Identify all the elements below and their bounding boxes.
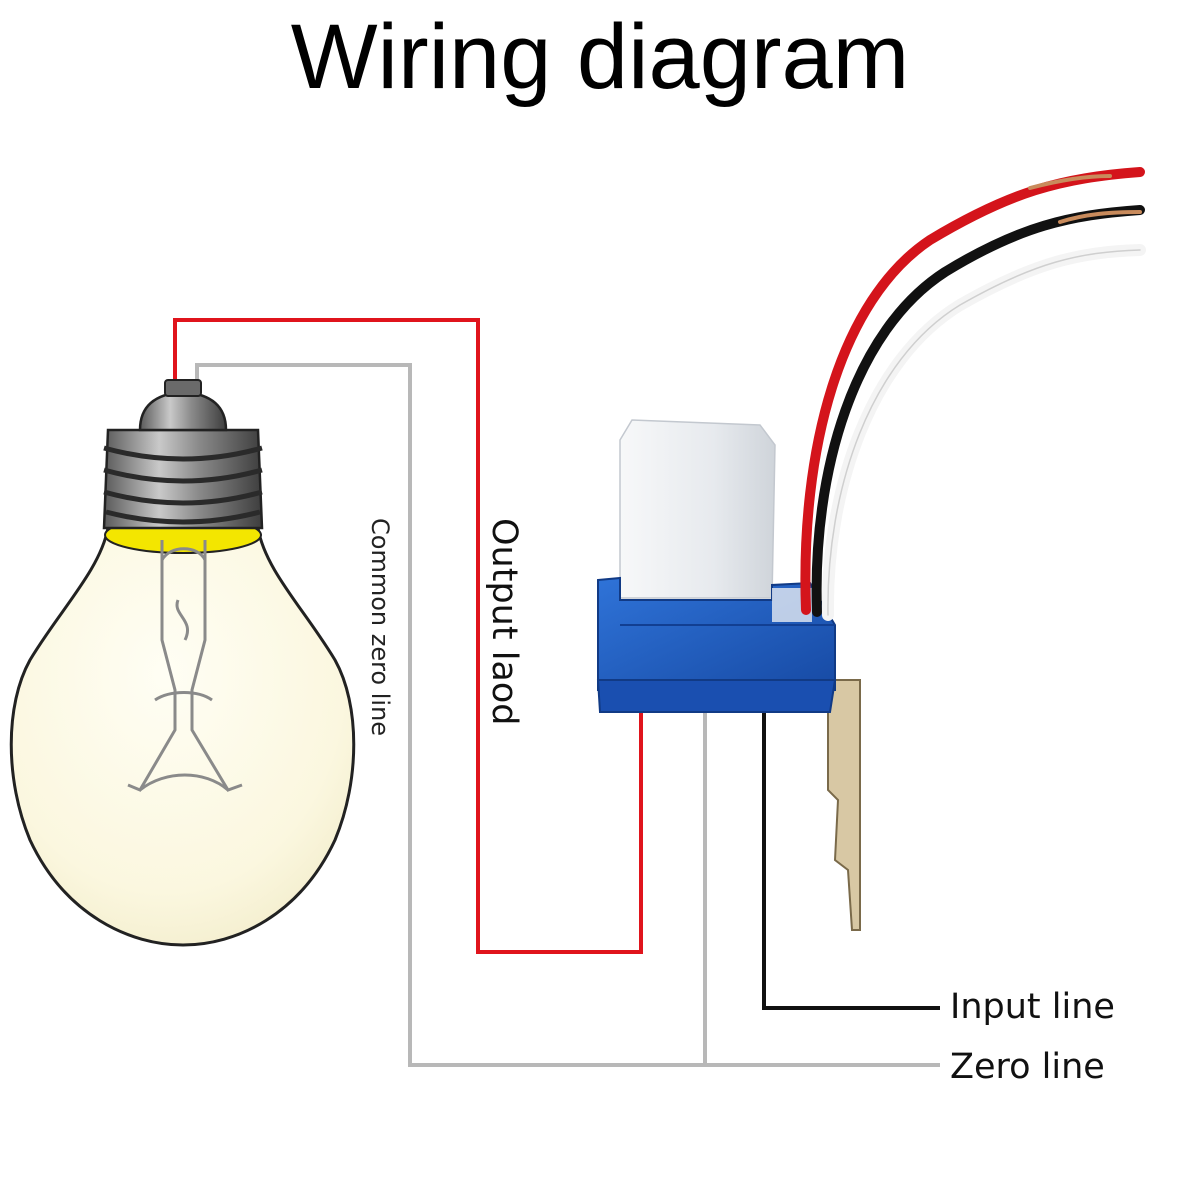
sensor-lead-wires	[800, 167, 1146, 621]
light-bulb-icon	[9, 379, 356, 947]
zero-line-label: Zero line	[950, 1047, 1105, 1087]
output-load-wire	[173, 318, 643, 954]
input-line-label: Input line	[950, 987, 1115, 1027]
neutral-wire	[195, 363, 940, 1067]
output-load-label: Output laod	[484, 518, 524, 726]
input-line-wire	[762, 712, 940, 1010]
page-title: Wiring diagram	[291, 6, 910, 108]
common-zero-line-label: Common zero line	[366, 518, 394, 736]
photocell-sensor-icon	[596, 419, 861, 931]
